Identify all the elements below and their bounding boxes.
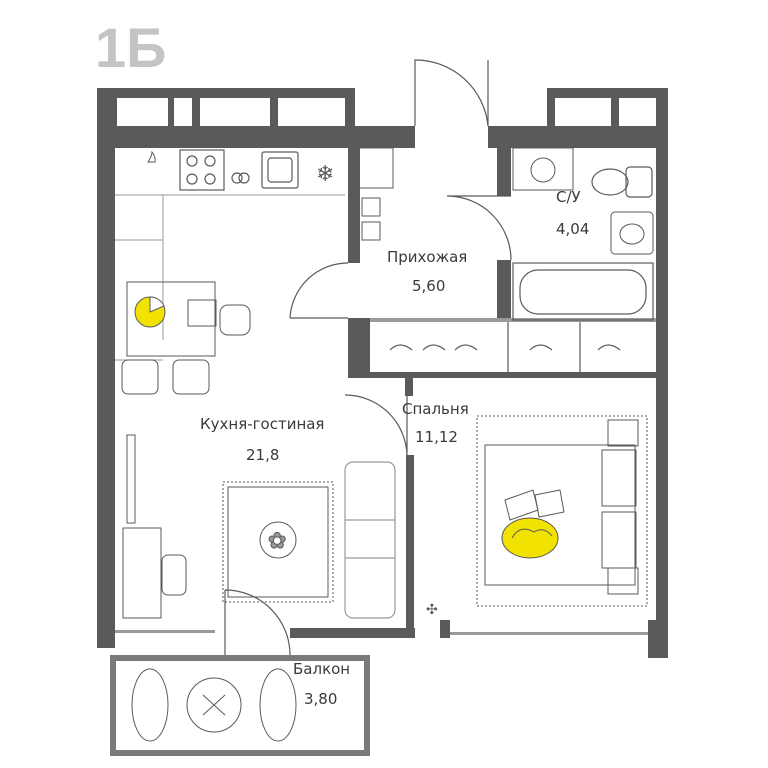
- stove-icon: [179, 149, 225, 191]
- sofa-icon: [344, 461, 396, 619]
- room-label-balcony: Балкон: [293, 660, 350, 678]
- room-area-bedroom: 11,12: [415, 428, 458, 446]
- fire-icon: [147, 150, 156, 163]
- bed-icon: [476, 415, 648, 607]
- room-area-kitchen-living: 21,8: [246, 446, 279, 464]
- cat-icon: [501, 517, 559, 559]
- room-area-balcony: 3,80: [304, 690, 337, 708]
- wall-hall-left: [348, 148, 360, 263]
- top-wall-bath: [547, 88, 667, 98]
- balcony-furniture: [131, 668, 297, 742]
- pie-chart-icon: [134, 296, 166, 328]
- left-wall: [97, 88, 115, 648]
- balcony-wall: [110, 655, 370, 661]
- rug-icon: ✿: [222, 481, 334, 603]
- bath-sink-icon: [610, 211, 654, 255]
- entrance-door: [414, 59, 489, 127]
- sink-icon: [231, 151, 299, 189]
- bathtub-icon: [512, 262, 654, 321]
- room-label-bathroom: С/У: [556, 188, 581, 206]
- wall-hall-bath: [497, 126, 511, 196]
- room-label-hallway: Прихожая: [387, 248, 467, 266]
- wall-bedroom-left: [406, 455, 414, 635]
- doors: [224, 59, 512, 656]
- fridge-icon: ❄: [316, 162, 334, 187]
- kitchen-door: [289, 262, 349, 319]
- svg-text:✿: ✿: [268, 529, 286, 554]
- hanger-icon: [389, 322, 621, 372]
- room-area-hallway: 5,60: [412, 277, 445, 295]
- top-wall-kitchen: [97, 88, 355, 98]
- bath-door: [446, 195, 512, 261]
- dining-table-icon: [121, 281, 251, 395]
- hallway-furniture: [354, 147, 394, 241]
- right-wall: [656, 88, 668, 658]
- top-wall-kitchen-inner: [97, 126, 355, 148]
- toilet-icon: [591, 166, 653, 198]
- room-label-kitchen-living: Кухня-гостиная: [200, 415, 324, 433]
- desk-icon: [122, 434, 187, 619]
- balcony-door: [224, 589, 291, 656]
- plan-title: 1Б: [95, 16, 166, 79]
- bedroom-door: [344, 394, 408, 456]
- washing-machine-icon: [512, 147, 574, 191]
- walls: [97, 88, 668, 756]
- room-label-bedroom: Спальня: [402, 400, 469, 418]
- plant-icon: ✣: [426, 602, 438, 618]
- pillow-icons: [504, 489, 565, 521]
- room-area-bathroom: 4,04: [556, 220, 589, 238]
